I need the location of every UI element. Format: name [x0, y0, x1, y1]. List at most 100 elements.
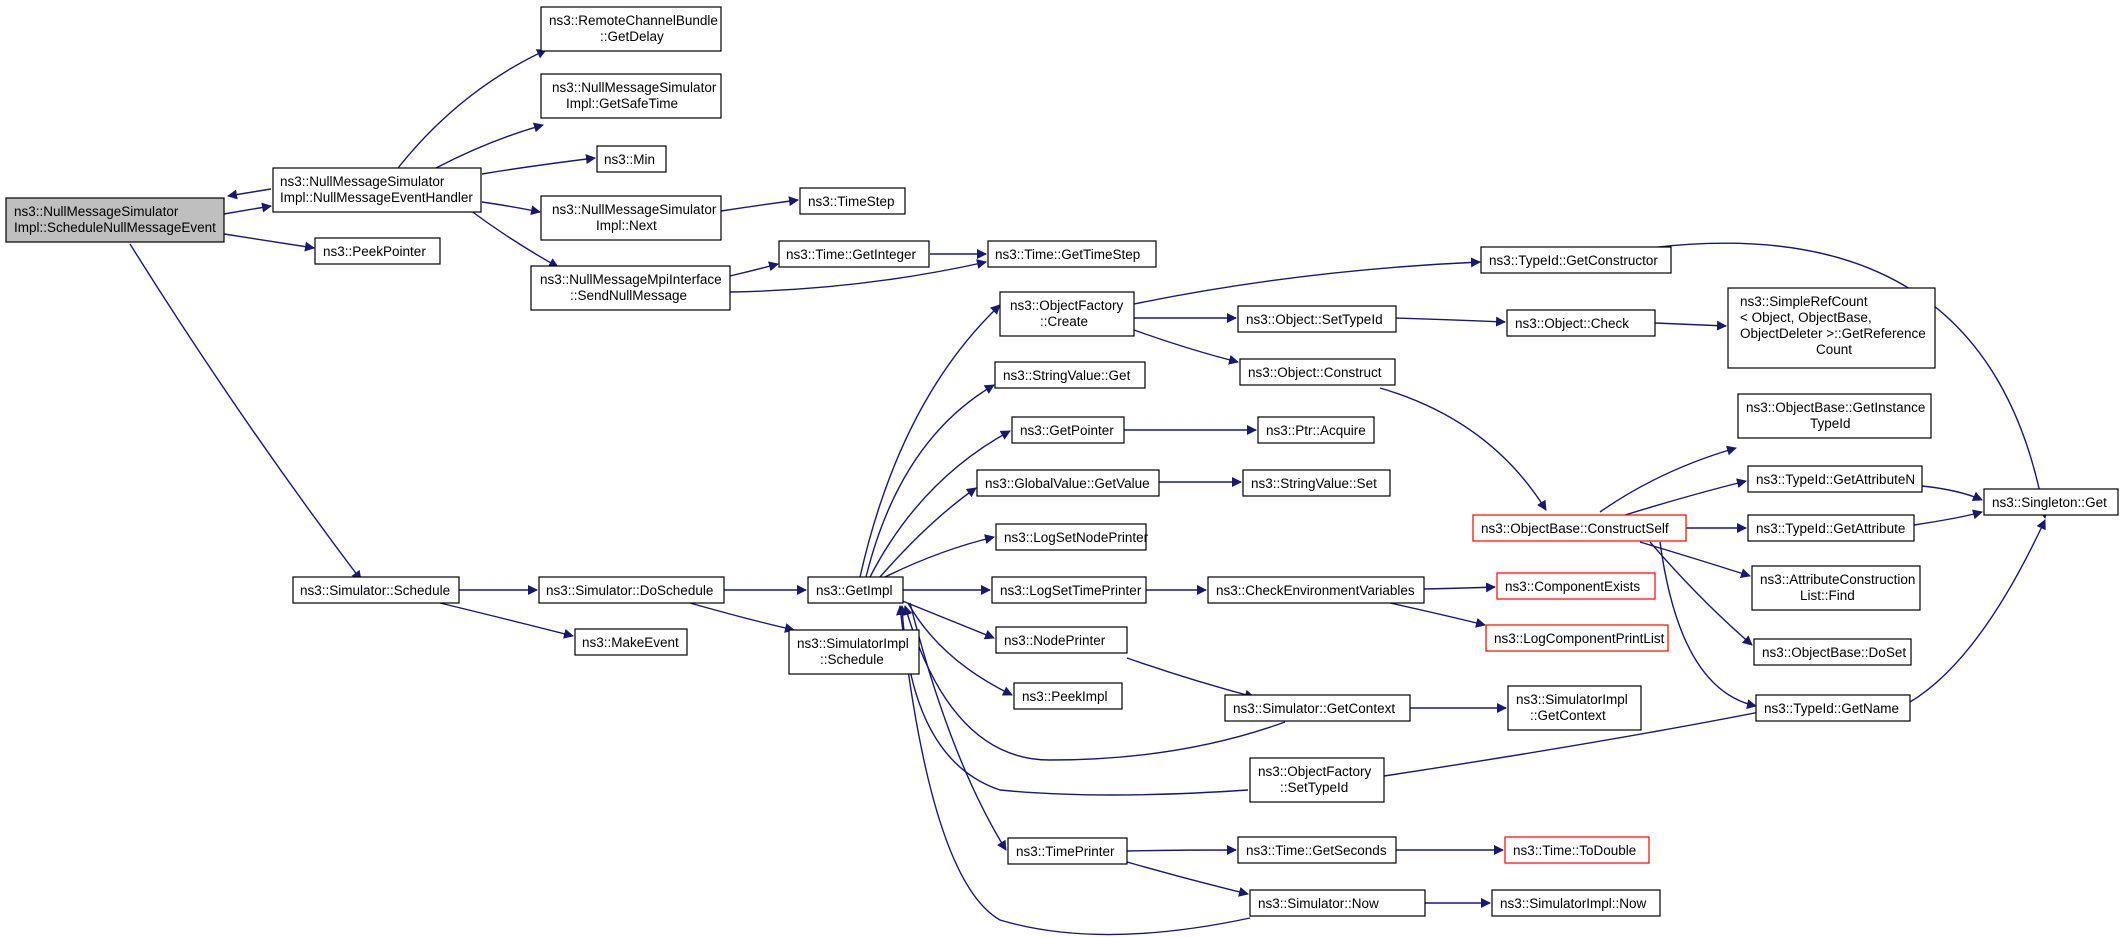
node-settypeid[interactable]: ns3::Object::SetTypeId: [1237, 305, 1397, 333]
node-label: ns3::LogComponentPrintList: [1494, 631, 1665, 646]
edge-getimpl-peekimpl: [907, 602, 1013, 696]
node-peekpointer[interactable]: ns3::PeekPointer: [314, 237, 441, 265]
edge-nullhandler-next: [481, 201, 541, 216]
node-label: ns3::GlobalValue::GetValue: [985, 476, 1150, 491]
edge-getname-singletonget: [1909, 519, 2046, 703]
node-lognodeprinter[interactable]: ns3::LogSetNodePrinter: [995, 523, 1149, 551]
node-timestep[interactable]: ns3::TimeStep: [799, 187, 906, 215]
node-doset[interactable]: ns3::ObjectBase::DoSet: [1753, 638, 1912, 666]
edge-constructself-getname: [1659, 541, 1757, 710]
node-label: ::SetTypeId: [1280, 780, 1348, 795]
node-simnow[interactable]: ns3::Simulator::Now: [1249, 889, 1426, 917]
node-logcompprint[interactable]: ns3::LogComponentPrintList: [1485, 624, 1669, 652]
node-nodeprinter[interactable]: ns3::NodePrinter: [995, 626, 1128, 654]
node-simplerefcount[interactable]: ns3::SimpleRefCount < Object, ObjectBase…: [1727, 287, 1936, 369]
node-nullhandler[interactable]: ns3::NullMessageSimulator Impl::NullMess…: [272, 167, 482, 213]
edge-root-schedule: [129, 243, 362, 581]
node-remote-getdelay[interactable]: ns3::RemoteChannelBundle ::GetDelay: [540, 6, 722, 52]
node-label: ns3::RemoteChannelBundle: [549, 13, 718, 28]
node-gettimestep[interactable]: ns3::Time::GetTimeStep: [987, 240, 1157, 268]
edge-simnow-getimpl: [896, 605, 1251, 936]
node-label: Impl::GetSafeTime: [566, 96, 678, 111]
edge-settypeid-objcheck: [1395, 316, 1506, 327]
node-label: ns3::LogSetNodePrinter: [1004, 530, 1149, 545]
edge-getattributen-singletonget: [1921, 485, 1983, 501]
node-label: ns3::Object::Construct: [1248, 365, 1382, 380]
node-getconstructor[interactable]: ns3::TypeId::GetConstructor: [1480, 246, 1672, 274]
node-simimplnow[interactable]: ns3::SimulatorImpl::Now: [1491, 889, 1661, 917]
node-getinteger[interactable]: ns3::Time::GetInteger: [778, 240, 930, 268]
edge-constructself-getinstancetypeid: [1599, 445, 1737, 513]
node-label: ns3::SimulatorImpl::Now: [1500, 896, 1647, 911]
node-label: Impl::Next: [596, 218, 657, 233]
node-logtimeprinter[interactable]: ns3::LogSetTimePrinter: [991, 576, 1147, 604]
node-singletonget[interactable]: ns3::Singleton::Get: [1983, 488, 2119, 516]
node-label: ns3::Time::GetSeconds: [1246, 843, 1387, 858]
node-label: ns3::Simulator::GetContext: [1233, 701, 1395, 716]
node-factorycreate[interactable]: ns3::ObjectFactory ::Create: [999, 291, 1135, 337]
node-compexists[interactable]: ns3::ComponentExists: [1496, 572, 1656, 600]
node-getattributen[interactable]: ns3::TypeId::GetAttributeN: [1747, 465, 1923, 493]
node-attrlistfind[interactable]: ns3::AttributeConstruction List::Find: [1751, 565, 1921, 611]
node-getimpl[interactable]: ns3::GetImpl: [807, 576, 904, 604]
node-label: < Object, ObjectBase,: [1740, 310, 1872, 325]
node-label: ns3::SimpleRefCount: [1740, 294, 1868, 309]
edge-getimpl-lognodeprinter: [884, 534, 995, 578]
node-getattribute[interactable]: ns3::TypeId::GetAttribute: [1747, 514, 1915, 542]
edge-sendnull-getinteger: [729, 261, 779, 277]
node-constructself[interactable]: ns3::ObjectBase::ConstructSelf: [1472, 514, 1687, 542]
node-label: ns3::PeekImpl: [1022, 689, 1108, 704]
node-label: ns3::MakeEvent: [582, 635, 679, 650]
node-label: ns3::NodePrinter: [1004, 633, 1106, 648]
node-label: ::Schedule: [820, 652, 884, 667]
edge-factorycreate-objconstruct: [1133, 329, 1239, 365]
node-getname[interactable]: ns3::TypeId::GetName: [1755, 694, 1911, 722]
node-min[interactable]: ns3::Min: [596, 145, 667, 173]
node-label: ns3::SimulatorImpl: [1516, 692, 1628, 707]
node-factorysettypeid[interactable]: ns3::ObjectFactory ::SetTypeId: [1249, 757, 1385, 803]
node-stringget[interactable]: ns3::StringValue::Get: [994, 361, 1146, 389]
node-objconstruct[interactable]: ns3::Object::Construct: [1239, 358, 1396, 386]
node-getsafetime[interactable]: ns3::NullMessageSimulator Impl::GetSafeT…: [540, 73, 722, 119]
node-schedule[interactable]: ns3::Simulator::Schedule: [292, 576, 460, 604]
node-simimplschedule[interactable]: ns3::SimulatorImpl ::Schedule: [788, 629, 920, 675]
node-getcontext[interactable]: ns3::Simulator::GetContext: [1224, 694, 1411, 722]
edge-constructself-attrlistfind: [1639, 541, 1751, 579]
node-root[interactable]: ns3::NullMessageSimulator Impl::Schedule…: [5, 197, 225, 243]
edge-getattribute-singletonget: [1913, 509, 1983, 526]
edge-constructself-getattributen: [1624, 478, 1747, 516]
node-checkenv[interactable]: ns3::CheckEnvironmentVariables: [1207, 576, 1425, 604]
node-objcheck[interactable]: ns3::Object::Check: [1506, 309, 1656, 337]
edge-nullhandler-root: [227, 188, 272, 200]
node-label: ns3::StringValue::Get: [1003, 368, 1131, 383]
node-label: ns3::TypeId::GetAttributeN: [1756, 472, 1915, 487]
node-timeprinter[interactable]: ns3::TimePrinter: [1007, 837, 1128, 865]
node-label: Impl::NullMessageEventHandler: [280, 190, 473, 205]
node-label: ns3::NullMessageSimulator: [552, 80, 717, 95]
node-getpointer[interactable]: ns3::GetPointer: [1011, 416, 1125, 444]
node-sendnull[interactable]: ns3::NullMessageMpiInterface ::SendNullM…: [530, 265, 731, 311]
edge-checkenv-logcompprint: [1389, 602, 1486, 628]
edge-factorycreate-getconstructor: [1133, 257, 1481, 305]
node-label: ns3::TypeId::GetConstructor: [1489, 253, 1658, 268]
node-label: ns3::LogSetTimePrinter: [1000, 583, 1142, 598]
node-simimplgetcontext[interactable]: ns3::SimulatorImpl ::GetContext: [1507, 685, 1642, 731]
node-label: ObjectDeleter >::GetReference: [1740, 326, 1926, 341]
node-getseconds[interactable]: ns3::Time::GetSeconds: [1237, 836, 1397, 864]
node-globalgetvalue[interactable]: ns3::GlobalValue::GetValue: [976, 469, 1160, 497]
node-peekimpl[interactable]: ns3::PeekImpl: [1013, 682, 1123, 710]
node-getinstancetypeid[interactable]: ns3::ObjectBase::GetInstance TypeId: [1737, 393, 1932, 439]
node-next[interactable]: ns3::NullMessageSimulator Impl::Next: [540, 195, 722, 241]
node-label: ns3::GetImpl: [816, 583, 893, 598]
node-label: ns3::NullMessageSimulator: [552, 202, 717, 217]
edge-getimpl-getpointer: [869, 430, 1011, 578]
node-ptracquire[interactable]: ns3::Ptr::Acquire: [1257, 416, 1375, 444]
node-doschedule[interactable]: ns3::Simulator::DoSchedule: [538, 576, 725, 604]
node-makeevent[interactable]: ns3::MakeEvent: [574, 628, 688, 656]
edge-timeprinter-getseconds: [1126, 845, 1237, 856]
node-todouble[interactable]: ns3::Time::ToDouble: [1504, 836, 1650, 864]
node-label: ns3::ObjectFactory: [1010, 298, 1124, 313]
edge-nullhandler-remote: [397, 49, 547, 169]
node-stringset[interactable]: ns3::StringValue::Set: [1242, 469, 1391, 497]
